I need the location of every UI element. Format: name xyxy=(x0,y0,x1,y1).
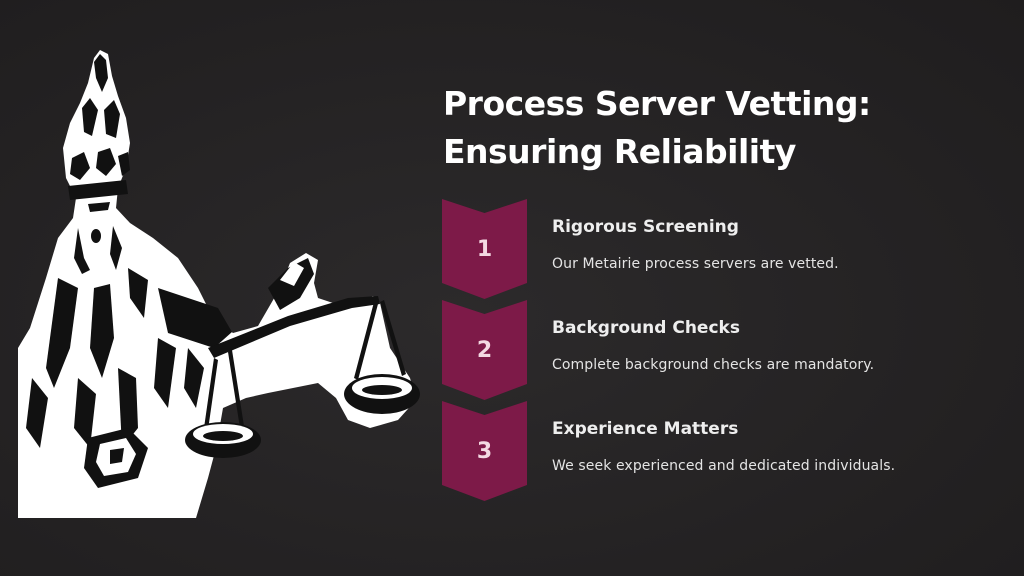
step-item: 3 Experience Matters We seek experienced… xyxy=(442,401,1002,501)
step-item: 2 Background Checks Complete background … xyxy=(442,300,1002,400)
title-line-2: Ensuring Reliability xyxy=(443,132,796,171)
chevron-shape xyxy=(442,199,527,299)
step-description: Complete background checks are mandatory… xyxy=(552,357,875,373)
chevron-shape xyxy=(442,401,527,501)
lady-justice-scales-icon xyxy=(18,50,420,518)
steps-list: 1 Rigorous Screening Our Metairie proces… xyxy=(442,199,1002,502)
step-title: Rigorous Screening xyxy=(552,217,739,237)
chevron-shape xyxy=(442,300,527,400)
step-description: Our Metairie process servers are vetted. xyxy=(552,256,839,272)
step-description: We seek experienced and dedicated indivi… xyxy=(552,458,896,474)
step-number: 1 xyxy=(476,236,493,262)
step-item: 1 Rigorous Screening Our Metairie proces… xyxy=(442,199,1002,299)
title-line-1: Process Server Vetting: xyxy=(443,84,871,123)
page-title: Process Server Vetting: Ensuring Reliabi… xyxy=(443,80,983,176)
step-title: Background Checks xyxy=(552,318,740,338)
step-number: 3 xyxy=(476,438,493,464)
step-number: 2 xyxy=(476,337,493,363)
step-title: Experience Matters xyxy=(552,419,739,439)
